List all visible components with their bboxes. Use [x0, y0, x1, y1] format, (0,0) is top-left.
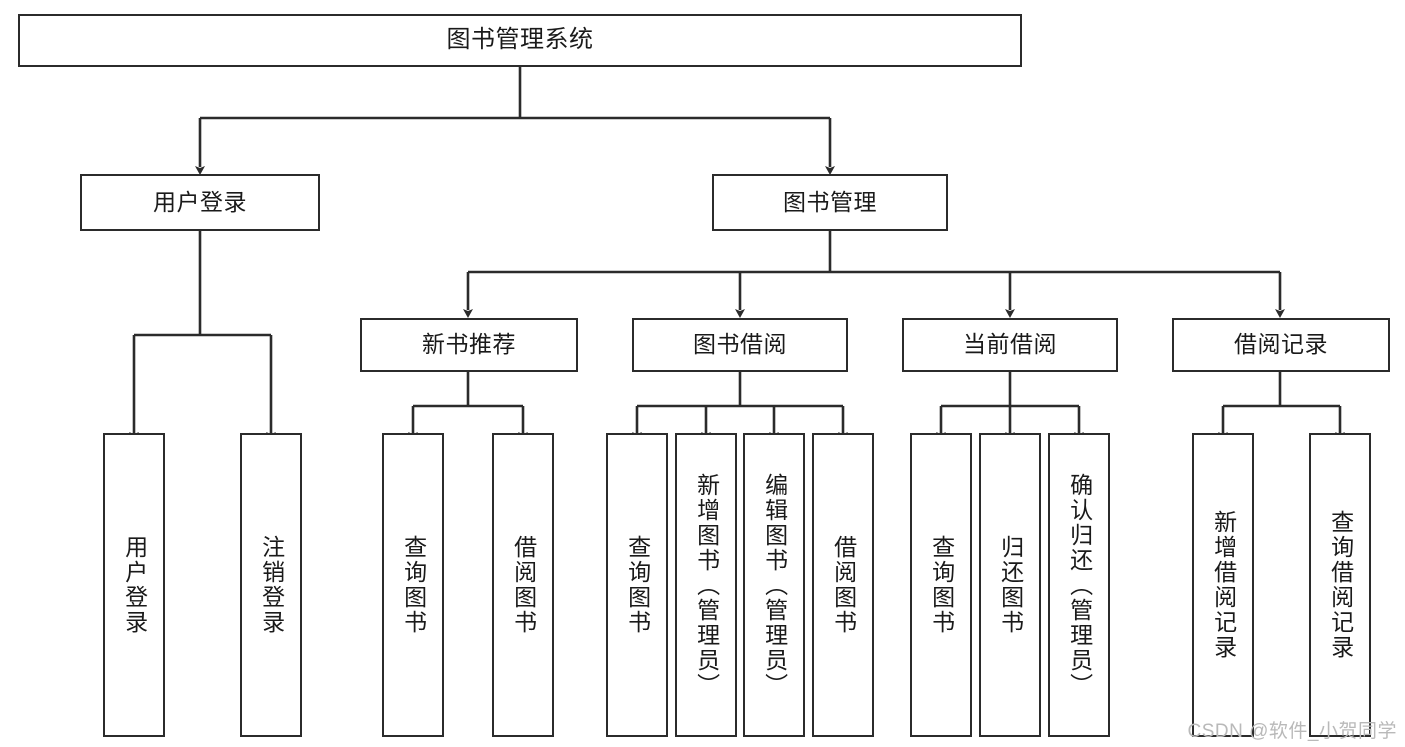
node-label: 图书管理系统 — [446, 26, 594, 54]
leaf-query-book-current[interactable]: 查询图书 — [910, 433, 972, 737]
node-book-borrow[interactable]: 图书借阅 — [632, 318, 848, 372]
node-label: 注销登录 — [258, 535, 285, 635]
watermark-text: CSDN @软件_小贺同学 — [1187, 721, 1397, 742]
node-label: 查询图书 — [928, 535, 955, 635]
node-label: 新书推荐 — [422, 331, 516, 358]
leaf-query-book-borrow[interactable]: 查询图书 — [606, 433, 668, 737]
node-borrow-record[interactable]: 借阅记录 — [1172, 318, 1390, 372]
node-book-management[interactable]: 图书管理 — [712, 174, 948, 231]
node-label: 图书借阅 — [693, 331, 787, 358]
node-label: 用户登录 — [153, 188, 247, 215]
node-label: 编辑图书（管理员） — [761, 472, 788, 698]
node-label: 借阅图书 — [830, 535, 857, 635]
node-root-book-management-system[interactable]: 图书管理系统 — [18, 14, 1022, 67]
node-label: 借阅图书 — [510, 535, 537, 635]
leaf-query-borrow-record[interactable]: 查询借阅记录 — [1309, 433, 1371, 737]
node-user-login[interactable]: 用户登录 — [80, 174, 320, 231]
leaf-edit-book-admin[interactable]: 编辑图书（管理员） — [743, 433, 805, 737]
node-label: 归还图书 — [997, 535, 1024, 635]
leaf-logout[interactable]: 注销登录 — [240, 433, 302, 737]
leaf-confirm-return-admin[interactable]: 确认归还（管理员） — [1048, 433, 1110, 737]
node-current-borrow[interactable]: 当前借阅 — [902, 318, 1118, 372]
leaf-add-borrow-record[interactable]: 新增借阅记录 — [1192, 433, 1254, 737]
leaf-user-login[interactable]: 用户登录 — [103, 433, 165, 737]
node-label: 借阅记录 — [1234, 331, 1328, 358]
node-label: 确认归还（管理员） — [1066, 472, 1093, 698]
leaf-borrow-book[interactable]: 借阅图书 — [812, 433, 874, 737]
node-label: 新增图书（管理员） — [693, 472, 720, 698]
leaf-borrow-book-recommend[interactable]: 借阅图书 — [492, 433, 554, 737]
node-label: 查询借阅记录 — [1327, 510, 1354, 660]
leaf-add-book-admin[interactable]: 新增图书（管理员） — [675, 433, 737, 737]
node-label: 当前借阅 — [963, 331, 1057, 358]
node-label: 新增借阅记录 — [1210, 510, 1237, 660]
leaf-return-book[interactable]: 归还图书 — [979, 433, 1041, 737]
node-label: 用户登录 — [121, 535, 148, 635]
leaf-query-book-recommend[interactable]: 查询图书 — [382, 433, 444, 737]
node-label: 查询图书 — [400, 535, 427, 635]
node-label: 查询图书 — [624, 535, 651, 635]
node-new-book-recommend[interactable]: 新书推荐 — [360, 318, 578, 372]
node-label: 图书管理 — [783, 188, 877, 215]
